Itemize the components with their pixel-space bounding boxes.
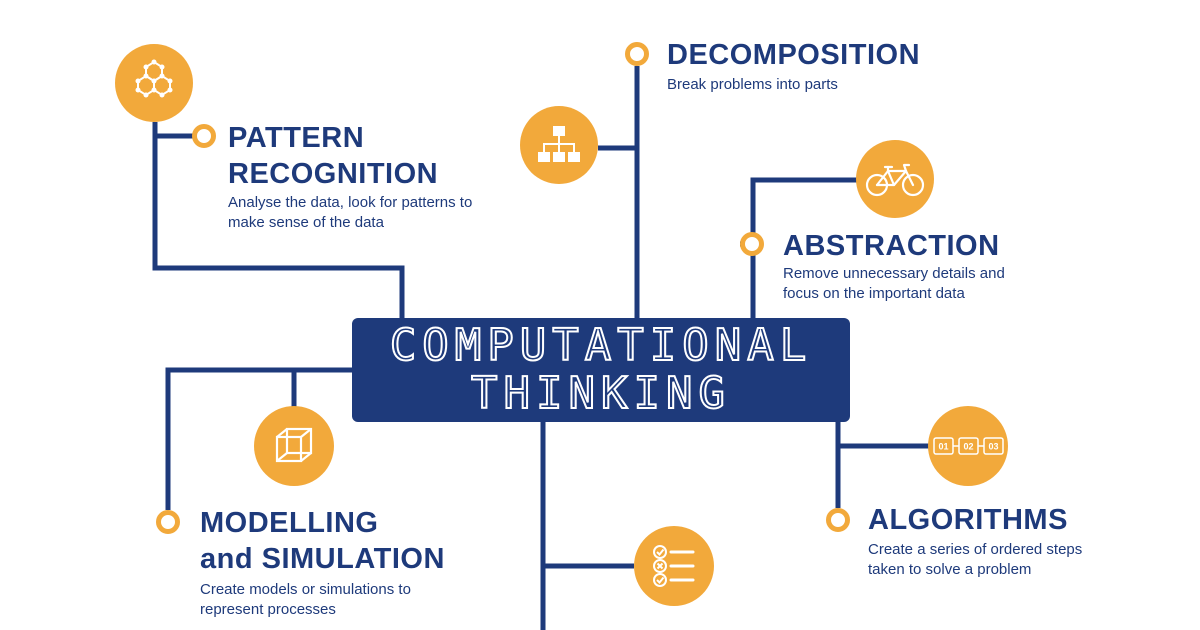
decomposition-icon-circle	[520, 106, 598, 184]
abstraction-description: Remove unnecessary details and focus on …	[783, 265, 1005, 302]
hexagon-network-icon	[135, 59, 173, 98]
decomposition-title: DECOMPOSITION	[667, 39, 921, 71]
modelling-icon-circle	[254, 406, 334, 486]
algorithms-title: ALGORITHMS	[868, 504, 1068, 536]
algorithms-ring	[826, 508, 850, 532]
pattern-recognition-icon-circle	[115, 44, 193, 122]
center-title-line1: COMPUTATIONAL	[389, 320, 813, 371]
checklist-icon	[653, 545, 695, 587]
step-3-label: 03	[988, 442, 998, 452]
computational-thinking-title-box: COMPUTATIONAL THINKING	[352, 318, 850, 422]
evaluation-icon-circle	[634, 526, 714, 606]
decomposition-description: Break problems into parts	[667, 76, 838, 93]
abstraction-ring	[740, 232, 764, 256]
connector-abstraction	[750, 177, 858, 318]
bicycle-icon	[865, 163, 925, 197]
decomposition-ring	[625, 42, 649, 66]
connector-modelling	[165, 367, 352, 510]
algorithms-description: Create a series of ordered steps taken t…	[868, 541, 1083, 578]
pattern-recognition-title: PATTERN RECOGNITION	[228, 122, 439, 190]
pattern-recognition-ring	[192, 124, 216, 148]
abstraction-title: ABSTRACTION	[783, 230, 1000, 262]
center-title-line2: THINKING	[470, 368, 731, 419]
modelling-description: Create models or simulations to represen…	[200, 581, 411, 618]
modelling-ring	[156, 510, 180, 534]
modelling-title: MODELLING and SIMULATION	[200, 507, 445, 575]
connector-pattern	[152, 122, 405, 318]
abstraction-icon-circle	[856, 140, 934, 218]
hierarchy-blocks-icon	[538, 126, 580, 162]
pattern-recognition-description: Analyse the data, look for patterns to m…	[228, 194, 473, 231]
algorithms-icon-circle: 01 02 03	[928, 406, 1008, 486]
step-1-label: 01	[938, 442, 948, 452]
numbered-steps-icon: 01 02 03	[933, 437, 1004, 455]
wireframe-cube-icon	[275, 427, 313, 463]
step-2-label: 02	[963, 442, 973, 452]
